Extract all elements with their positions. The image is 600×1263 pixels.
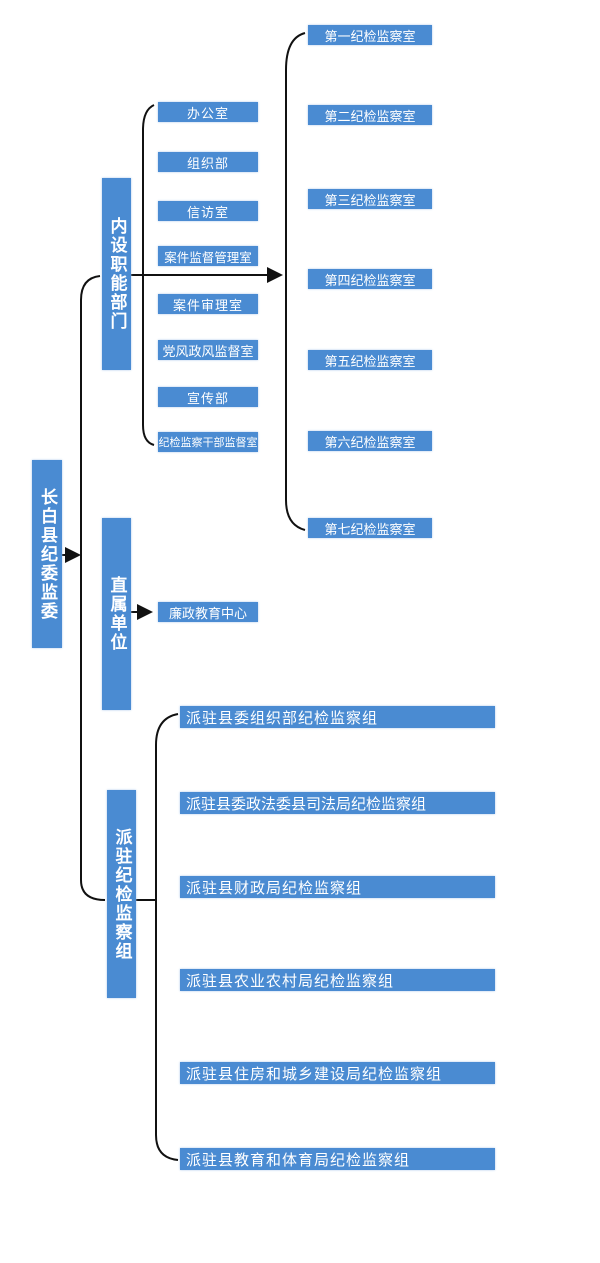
room-node: 第四纪检监察室 — [308, 269, 432, 289]
dept-node: 宣传部 — [158, 387, 258, 407]
dept-node: 案件监督管理室 — [158, 246, 258, 266]
dept-node: 信访室 — [158, 201, 258, 221]
dept-node: 案件审理室 — [158, 294, 258, 314]
stationed-group-node: 派驻县农业农村局纪检监察组 — [180, 969, 495, 991]
room-node: 第三纪检监察室 — [308, 189, 432, 209]
root-node: 长白县纪委监委 — [32, 460, 62, 648]
dept-node: 组织部 — [158, 152, 258, 172]
branch-internal-departments: 内设职能部门 — [102, 178, 131, 370]
dept-node: 党风政风监督室 — [158, 340, 258, 360]
stationed-group-node: 派驻县委政法委县司法局纪检监察组 — [180, 792, 495, 814]
room-node: 第一纪检监察室 — [308, 25, 432, 45]
branch-direct-units: 直属单位 — [102, 518, 131, 710]
branch-stationed-groups: 派驻纪检监察组 — [107, 790, 136, 998]
stationed-group-node: 派驻县委组织部纪检监察组 — [180, 706, 495, 728]
room-node: 第七纪检监察室 — [308, 518, 432, 538]
stationed-group-node: 派驻县财政局纪检监察组 — [180, 876, 495, 898]
room-node: 第六纪检监察室 — [308, 431, 432, 451]
stationed-group-node: 派驻县住房和城乡建设局纪检监察组 — [180, 1062, 495, 1084]
dept-node: 办公室 — [158, 102, 258, 122]
direct-unit-node: 廉政教育中心 — [158, 602, 258, 622]
room-node: 第二纪检监察室 — [308, 105, 432, 125]
room-node: 第五纪检监察室 — [308, 350, 432, 370]
stationed-group-node: 派驻县教育和体育局纪检监察组 — [180, 1148, 495, 1170]
dept-node: 纪检监察干部监督室 — [158, 432, 258, 452]
